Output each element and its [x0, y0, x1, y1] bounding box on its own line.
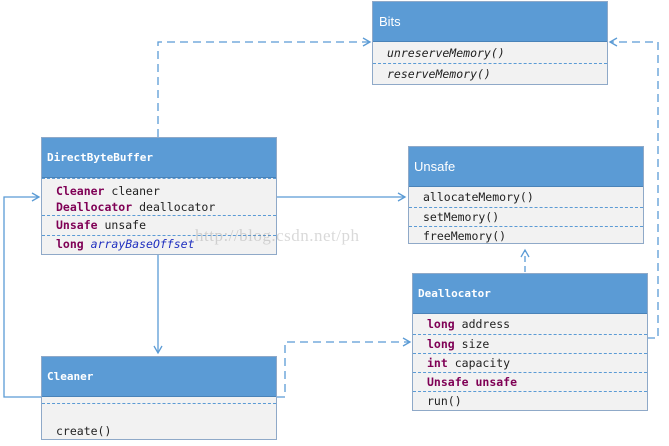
- unsafe-method-freememory: freeMemory(): [409, 226, 643, 245]
- deallocator-field-unsafe: Unsafe unsafe: [413, 372, 647, 391]
- unsafe-method-allocatememory: allocateMemory(): [423, 190, 534, 204]
- deallocator-field-address: long address: [413, 314, 647, 334]
- field-name: unsafe: [104, 218, 147, 232]
- cleaner-class-box: Cleaner create(): [41, 356, 277, 440]
- field-type: long: [427, 337, 455, 351]
- field-type: Unsafe: [56, 218, 98, 232]
- field-type: Deallocator: [56, 200, 133, 214]
- field-name: size: [461, 337, 490, 351]
- unsafe-class-title: Unsafe: [409, 147, 643, 187]
- deallocator-method-run: run(): [413, 391, 647, 410]
- directbytebuffer-class-box: DirectByteBuffer Cleaner cleaner Dealloc…: [41, 137, 277, 255]
- directbytebuffer-field-cleaner: Cleaner cleaner: [42, 183, 276, 199]
- cleaner-field-divider: [42, 403, 276, 422]
- field-type: long: [56, 237, 84, 251]
- field-type: Cleaner: [56, 184, 105, 198]
- cleaner-to-dbb-reference: [3, 192, 42, 398]
- bits-class-box: Bits unreserveMemory() reserveMemory(): [372, 1, 608, 85]
- unsafe-method-setmemory: setMemory(): [409, 207, 643, 226]
- cleaner-method-create: create(): [56, 424, 112, 438]
- bits-method-reserve: reserveMemory(): [373, 63, 607, 84]
- directbytebuffer-field-deallocator: Deallocator deallocator: [42, 199, 276, 215]
- deallocator-to-bits-dependency: [608, 37, 659, 339]
- directbytebuffer-field-unsafe: Unsafe unsafe: [42, 215, 276, 235]
- field-type: long: [427, 317, 455, 331]
- field-name: unsafe: [475, 375, 518, 389]
- deallocator-class-box: Deallocator long address long size int c…: [412, 273, 648, 411]
- cleaner-to-deallocator-dependency: [277, 337, 412, 398]
- deallocator-field-size: long size: [413, 334, 647, 353]
- field-name: arrayBaseOffset: [90, 237, 195, 251]
- deallocator-class-title: Deallocator: [413, 274, 647, 314]
- directbytebuffer-field-arraybaseoffset: long arrayBaseOffset: [42, 235, 276, 253]
- field-type: Unsafe: [427, 375, 469, 389]
- bits-class-title: Bits: [373, 2, 607, 42]
- field-name: deallocator: [139, 200, 216, 214]
- directbytebuffer-class-title: DirectByteBuffer: [42, 138, 276, 178]
- dbb-to-bits-dependency: [157, 37, 372, 137]
- field-name: address: [461, 317, 511, 331]
- unsafe-class-box: Unsafe allocateMemory() setMemory() free…: [408, 146, 644, 244]
- cleaner-class-title: Cleaner: [42, 357, 276, 397]
- deallocator-field-capacity: int capacity: [413, 353, 647, 372]
- field-name: capacity: [454, 356, 511, 370]
- bits-method-unreserve: unreserveMemory(): [387, 46, 505, 60]
- field-type: int: [427, 356, 448, 370]
- field-name: cleaner: [111, 184, 160, 198]
- directbytebuffer-divider: [42, 178, 276, 183]
